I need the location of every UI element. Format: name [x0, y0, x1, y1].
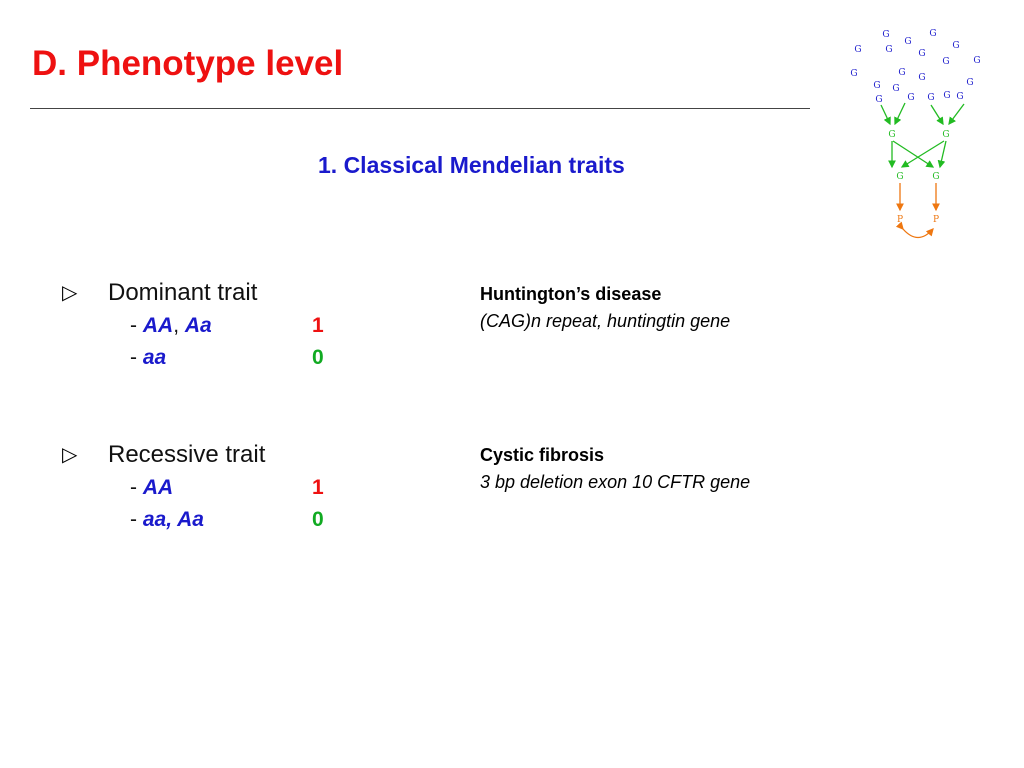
recessive-trait-label: Recessive trait [108, 441, 266, 468]
cloud-gene-node: G [943, 91, 950, 101]
cloud-gene-node: G [929, 29, 936, 39]
orange-arrows [895, 183, 940, 239]
recessive-disease-name: Cystic fibrosis [480, 445, 605, 465]
dominant-trait-label: Dominant trait [108, 279, 258, 306]
cloud-gene-node: G [942, 57, 949, 67]
recessive-row-1: - AA [130, 476, 173, 500]
cloud-gene-node: G [918, 73, 925, 83]
row-dash: - [130, 476, 137, 499]
cloud-gene-node: G [875, 95, 882, 105]
genotype-separator: , [173, 314, 185, 337]
green-arrow [894, 102, 906, 126]
genotype-aa-Aa: aa, Aa [142, 508, 204, 531]
dominant-row-1: - AA, Aa [130, 314, 212, 338]
cloud-gene-node: G [854, 45, 861, 55]
cloud-gene-node: G [850, 69, 857, 79]
cloud-gene-node: G [907, 93, 914, 103]
dominant-row-1-value: 1 [312, 314, 324, 337]
lower-gene-node: G [896, 172, 903, 182]
orange-curved-arrow [895, 221, 934, 239]
section-subtitle: 1. Classical Mendelian traits [318, 152, 625, 178]
dominant-disease-description: (CAG)n repeat, huntingtin gene [480, 311, 731, 331]
row-dash: - [130, 508, 137, 531]
middle-gene-node: G [888, 130, 895, 140]
green-arrow [880, 104, 891, 126]
green-arrow [900, 140, 945, 168]
bullet-triangle-icon: ▷ [62, 282, 78, 304]
cloud-gene-node: G [892, 84, 899, 94]
bullet-triangle-icon: ▷ [62, 444, 78, 466]
cloud-gene-node: G [918, 49, 925, 59]
cloud-gene-node: G [956, 92, 963, 102]
recessive-row-2: - aa, Aa [130, 508, 204, 532]
title-divider [30, 108, 810, 109]
genotype-AA: AA [142, 314, 174, 337]
middle-gene-node: G [942, 130, 949, 140]
green-arrow [937, 140, 947, 169]
cloud-gene-node: G [882, 30, 889, 40]
green-arrows [880, 102, 965, 169]
green-arrow [892, 140, 935, 168]
phenotype-node: P [933, 215, 939, 225]
phenotype-node: P [897, 215, 903, 225]
row-dash: - [130, 346, 137, 369]
green-arrow [930, 104, 944, 126]
dominant-row-2: - aa [130, 346, 166, 370]
genotype-AA: AA [142, 476, 174, 499]
cloud-gene-node: G [973, 56, 980, 66]
lower-gene-node: G [932, 172, 939, 182]
recessive-disease-description: 3 bp deletion exon 10 CFTR gene [480, 472, 751, 492]
cloud-gene-node: G [904, 37, 911, 47]
cloud-gene-node: G [898, 68, 905, 78]
cloud-gene-node: G [966, 78, 973, 88]
cloud-gene-node: G [927, 93, 934, 103]
genotype-aa: aa [142, 346, 167, 369]
recessive-row-2-value: 0 [312, 508, 324, 531]
cloud-gene-node: G [952, 41, 959, 51]
cloud-gene-node: G [885, 45, 892, 55]
page-title: D. Phenotype level [32, 44, 344, 83]
dominant-disease-name: Huntington’s disease [480, 284, 662, 304]
recessive-row-1-value: 1 [312, 476, 324, 499]
genotype-Aa: Aa [184, 314, 212, 337]
dominant-row-2-value: 0 [312, 346, 324, 369]
row-dash: - [130, 314, 137, 337]
cloud-gene-node: G [873, 81, 880, 91]
green-arrow [948, 103, 965, 126]
